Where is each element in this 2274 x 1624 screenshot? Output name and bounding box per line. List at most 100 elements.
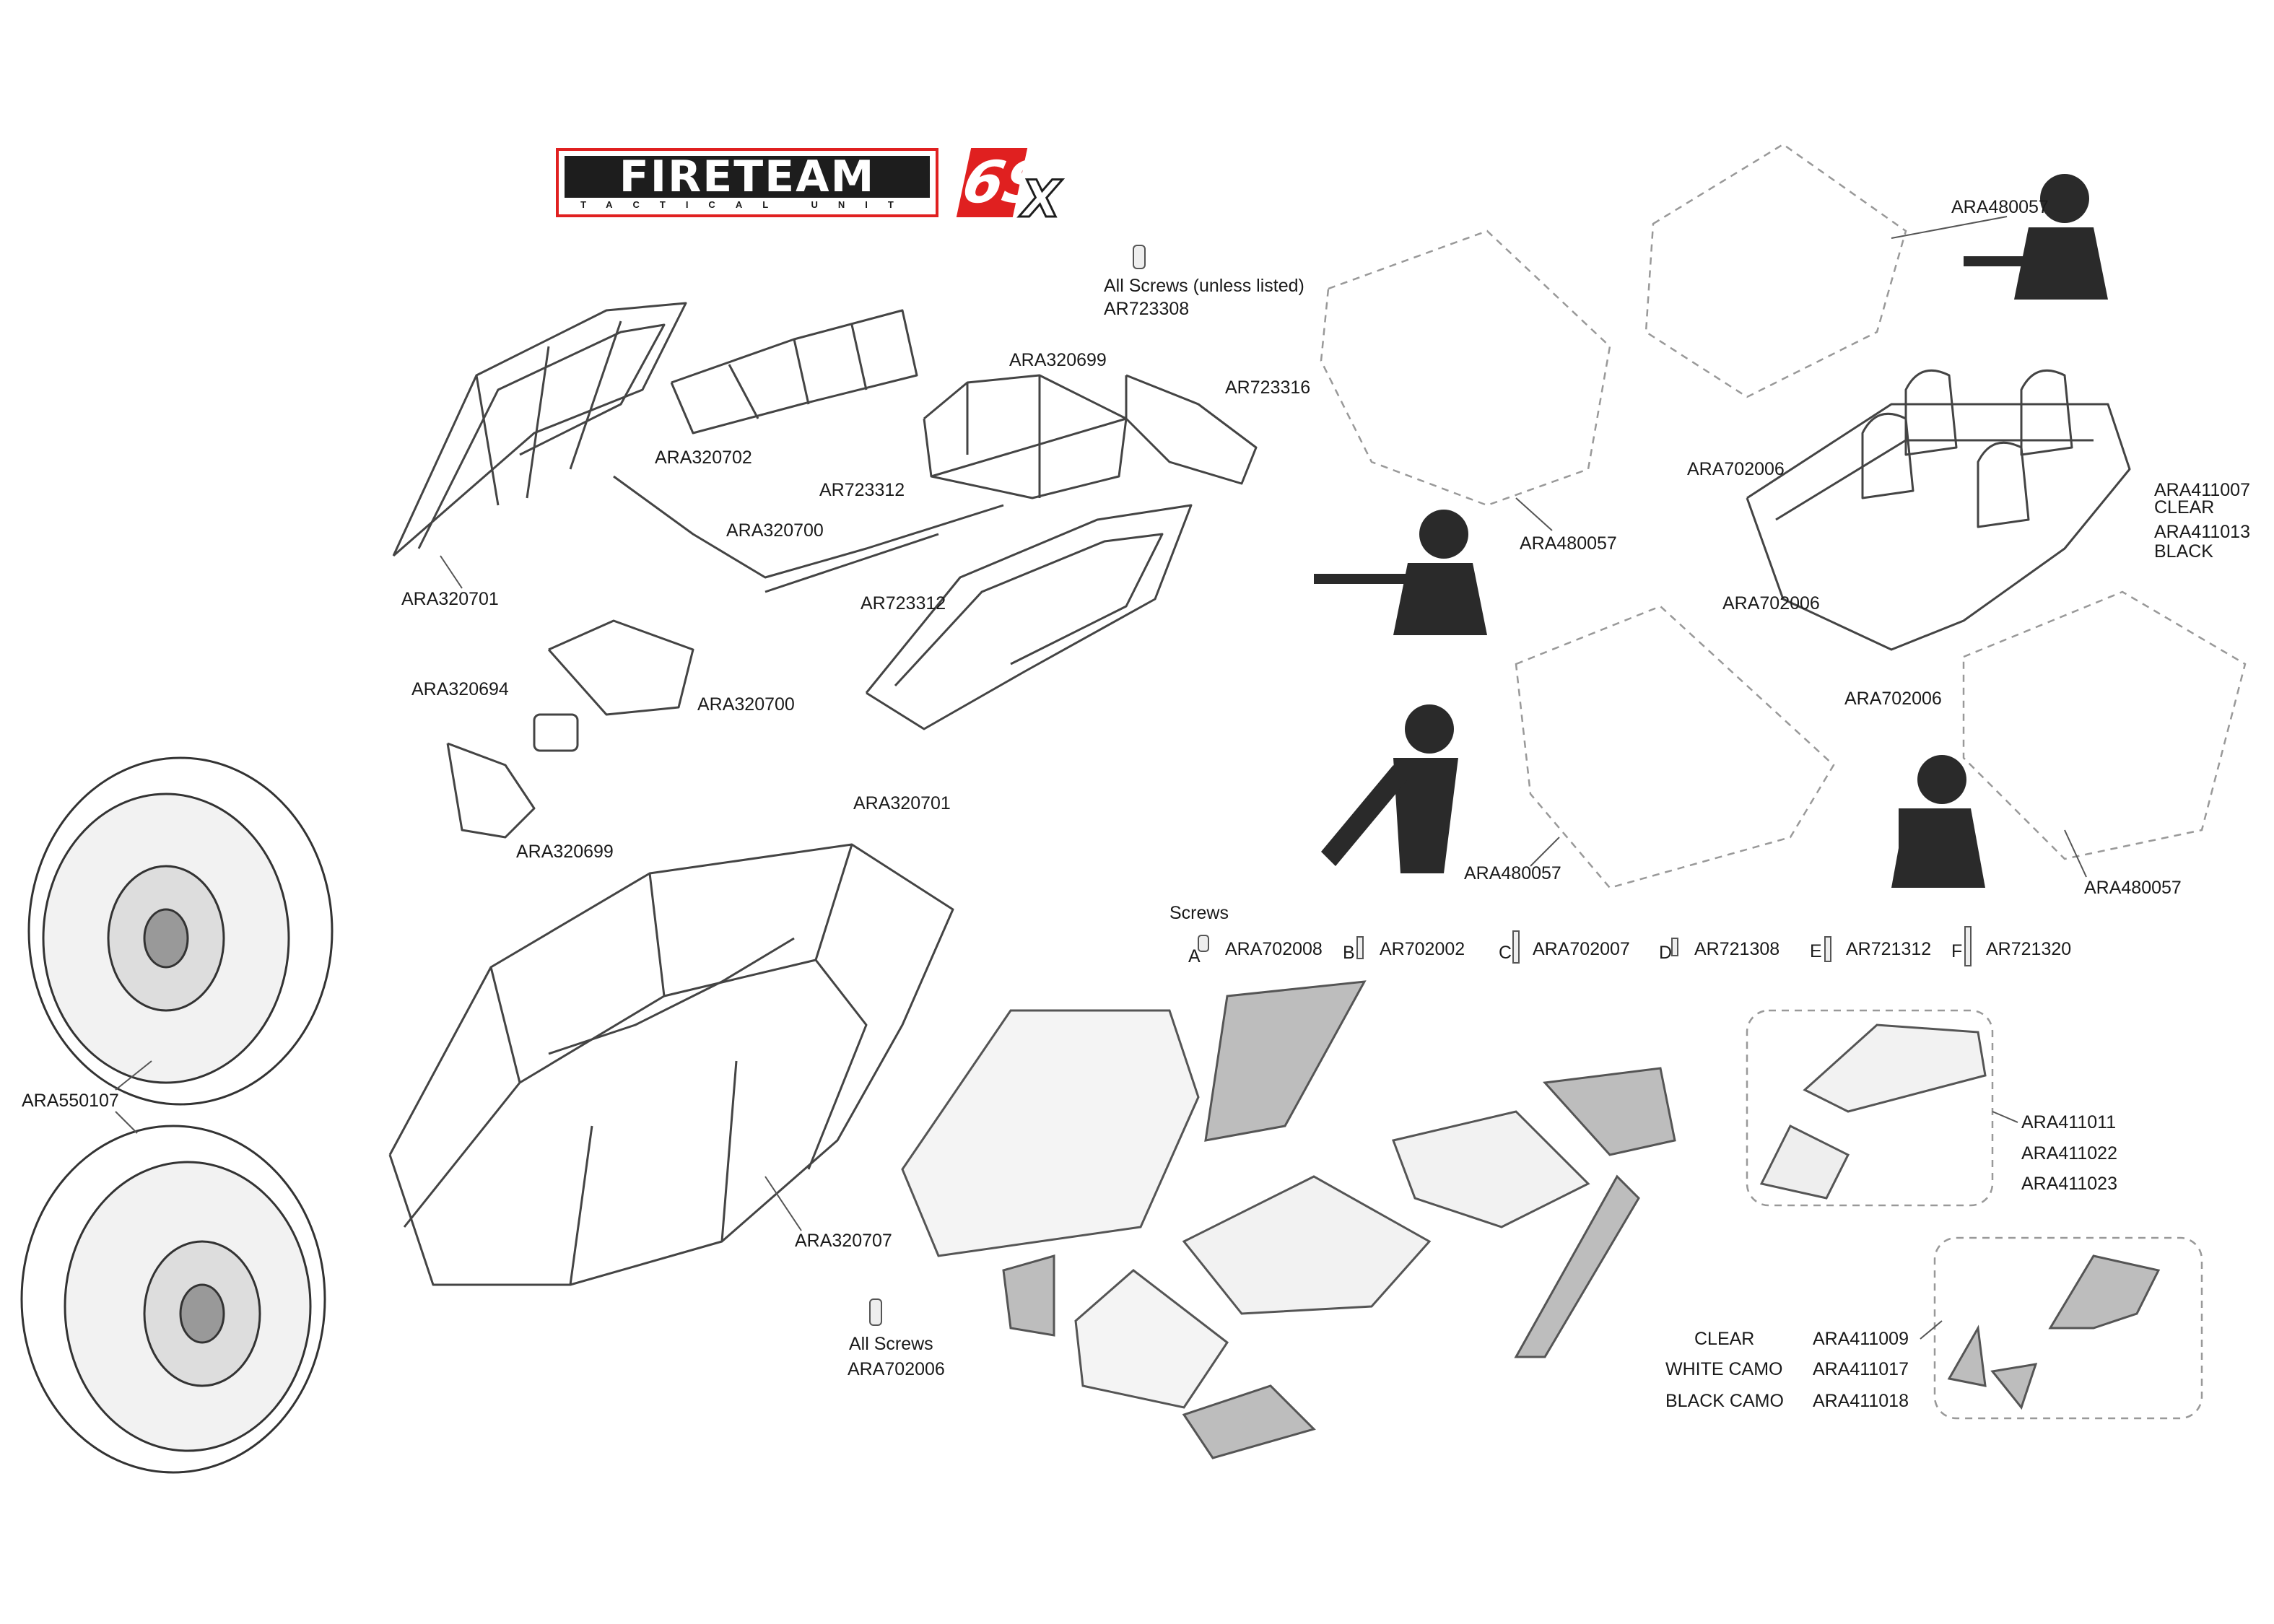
part-number-label: ARA411022: [2021, 1143, 2117, 1164]
part-number-label: ARA320694: [411, 679, 509, 699]
driver-figure-a: [1314, 510, 1487, 635]
screw-icon-a: [1198, 935, 1209, 952]
roof-frame: [670, 309, 918, 435]
part-number-label: ARA411018: [1813, 1391, 1909, 1411]
part-number-label: ARA480057: [2084, 878, 2182, 898]
mid-brace: [613, 475, 1004, 579]
screw-letter: A: [1188, 946, 1201, 966]
part-number-label: ARA320701: [401, 589, 499, 609]
part-number-label: ARA702006: [1844, 689, 1942, 709]
all-screws-label: All Screws: [849, 1334, 933, 1354]
screw-icon-b: [1356, 936, 1364, 959]
fender-left: [1002, 1254, 1055, 1337]
panel-set-large: [2048, 1254, 2161, 1330]
interior-tub: [1746, 369, 2131, 651]
fireteam-logo: FIRETEAM TACTICAL UNIT: [556, 148, 938, 217]
fender-front: [1182, 1384, 1316, 1459]
part-number-label: ARA320699: [516, 842, 614, 862]
driver-figure-d: [1891, 755, 1985, 888]
driver-kit-outline-d: [1962, 590, 2247, 860]
rear-frame: [923, 374, 1128, 499]
finish-label: BLACK: [2154, 541, 2213, 562]
side-frame-left: [392, 302, 687, 557]
part-number-label: ARA411011: [2021, 1112, 2117, 1132]
screw-part-number: ARA702007: [1533, 939, 1630, 959]
hood: [1182, 1175, 1432, 1315]
part-number-label: ARA411023: [2021, 1174, 2117, 1194]
screw-part-number: AR721312: [1846, 939, 1932, 959]
part-number-label: AR723312: [819, 480, 905, 500]
finish-label: WHITE CAMO: [1665, 1359, 1783, 1379]
part-number-label: ARA480057: [1951, 197, 2049, 217]
finish-label: BLACK CAMO: [1665, 1391, 1784, 1411]
part-number-label: ARA320707: [795, 1231, 892, 1251]
part-number-label: ARA320700: [726, 520, 824, 541]
part-number-label: ARA320702: [655, 448, 752, 468]
screw-icon-ara702006: [869, 1298, 882, 1326]
part-number-label: ARA550107: [22, 1091, 119, 1111]
wheel-rear: [20, 1125, 326, 1474]
screw-icon-e: [1824, 936, 1831, 962]
panel-set-small-a: [1947, 1324, 1987, 1387]
part-number-label: ARA702006: [848, 1359, 945, 1379]
part-number-label: ARA411013: [2154, 522, 2250, 542]
assembled-cage: [388, 843, 954, 1286]
body-set-shell: [1803, 1023, 1987, 1113]
screw-part-number: ARA702008: [1225, 939, 1323, 959]
blx-badge-mark: X: [1021, 169, 1062, 230]
part-number-label: ARA480057: [1520, 533, 1617, 554]
part-number-label: ARA320701: [853, 793, 951, 813]
screw-icons: [869, 245, 1972, 1326]
driver-kit-outline-a: [1320, 230, 1611, 507]
side-panel-right: [1204, 980, 1367, 1142]
driver-kit-outline-b: [1644, 143, 1907, 398]
screw-letter: F: [1951, 941, 1963, 961]
screw-letter: E: [1810, 941, 1822, 961]
screws-legend-title: Screws: [1169, 903, 1229, 923]
driver-kit-outline-c: [1515, 605, 1835, 889]
logo-brand: FIRETEAM: [565, 155, 930, 198]
front-bumper-panel: [1074, 1269, 1229, 1409]
logo-tagline: TACTICAL UNIT: [580, 199, 914, 210]
side-panel-rear: [1542, 1067, 1676, 1156]
driver-figure-c: [1321, 704, 1458, 873]
part-number-label: ARA480057: [1464, 863, 1561, 883]
side-skirt: [1514, 1174, 1640, 1358]
all-screws-unless-listed-label: All Screws (unless listed): [1104, 276, 1304, 296]
screw-part-number: AR721320: [1986, 939, 2072, 959]
panel-set-outline: [1933, 1236, 2203, 1420]
wheels: [20, 756, 334, 1474]
cage-top-right-bracket: [1125, 374, 1258, 485]
body-set-front: [1759, 1124, 1850, 1200]
panel-set-small-b: [1990, 1363, 2038, 1410]
part-number-label: ARA411017: [1813, 1359, 1909, 1379]
part-number-label: ARA411007: [2154, 480, 2250, 500]
part-number-label: ARA320700: [697, 694, 795, 715]
screw-letter: C: [1499, 943, 1512, 963]
side-frame-right: [865, 504, 1193, 730]
wheel-front: [27, 756, 334, 1106]
driver-figures: [1314, 174, 2108, 888]
part-number-label: ARA702006: [1722, 593, 1820, 614]
screw-icon-c: [1512, 930, 1520, 964]
finish-label: CLEAR: [1694, 1329, 1755, 1349]
part-number-label: ARA702006: [1687, 459, 1785, 479]
part-number-label: AR723312: [861, 593, 946, 614]
screw-part-number: AR702002: [1380, 939, 1465, 959]
rear-bracket: [446, 742, 536, 839]
screw-part-number: AR721308: [1694, 939, 1780, 959]
mount-block: [533, 713, 579, 752]
screw-icon-f: [1964, 926, 1972, 966]
finish-label: CLEAR: [2154, 497, 2215, 518]
screw-letter: B: [1343, 943, 1355, 963]
screw-letter: D: [1659, 943, 1673, 963]
screw-icon-d: [1671, 938, 1678, 956]
rear-deck: [1391, 1110, 1590, 1228]
body-shell: [901, 1009, 1200, 1257]
driver-figure-b: [1964, 174, 2108, 300]
mid-brace-lower: [764, 533, 939, 593]
part-number-label: ARA320699: [1009, 350, 1107, 370]
body-panels: [901, 980, 2161, 1459]
